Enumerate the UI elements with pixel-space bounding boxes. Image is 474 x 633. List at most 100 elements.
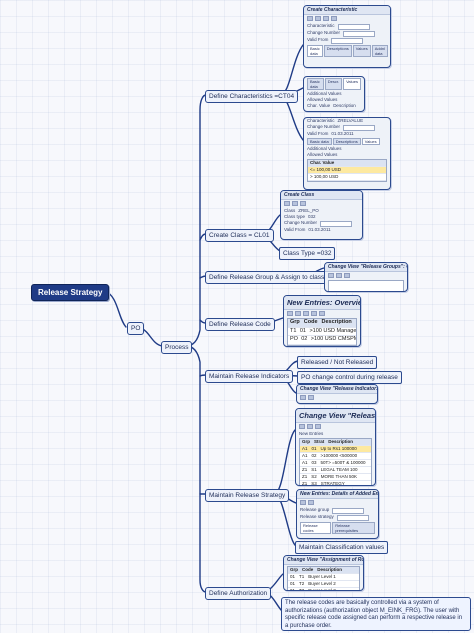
field-label: Release group	[300, 507, 330, 512]
grid-header: Code	[303, 319, 318, 325]
grid-cell: Up to Rs1 100000	[320, 446, 357, 451]
thumb-title: New Entries: Details of Added Entries	[297, 490, 378, 499]
section-label: Allowed Values	[307, 152, 338, 157]
grid-cell: Z1	[302, 467, 308, 472]
thumb-release-strategies: Change View "Release St New Entries Grp …	[295, 408, 376, 486]
tab: Release codes	[300, 522, 332, 534]
grid-header: Code	[302, 567, 314, 572]
thumb-release-groups: Change View "Release Groups": Overview	[324, 262, 408, 292]
table-row[interactable]: T1 01 >100 USD Manager	[288, 327, 356, 336]
grid-cell: 03	[311, 460, 317, 465]
thumb-characteristic-values: Basic data Descr. Values Additional Valu…	[303, 76, 365, 112]
grid-cell: >100 USD Manager	[309, 327, 356, 334]
values-grid: Char. Value <= 100,00 USD > 100,00 USD	[307, 159, 387, 182]
thumb-title: New Entries: Overview	[284, 296, 360, 310]
leaf-released-not-released[interactable]: Released / Not Released	[297, 356, 378, 369]
thumb-create-characteristic: Create Characteristic Characteristic Cha…	[303, 5, 391, 68]
link-po-process	[140, 327, 163, 347]
grid-cell: MORE THAN 50K	[320, 474, 357, 479]
leaf-po-change-control[interactable]: PO change control during release	[297, 371, 402, 384]
tab: Descr.	[324, 78, 343, 90]
grid-header: Description	[317, 567, 343, 572]
field-label: Char. Value	[307, 103, 331, 108]
grid-cell: PO	[290, 336, 298, 342]
step-release-strategy[interactable]: Maintain Release Strategy	[205, 489, 290, 502]
grid-cell: 01	[290, 588, 296, 591]
field-label: Valid From	[284, 227, 306, 232]
field-label: Additional Values	[307, 91, 342, 96]
grid-cell: T1	[299, 574, 305, 579]
field-label: Release strategy	[300, 514, 334, 519]
toolbar	[299, 424, 372, 430]
step-create-class[interactable]: Create Class = CL01	[205, 229, 274, 242]
thumb-role-assignment: Change View "Assignment of Role to Relea…	[283, 555, 364, 591]
field-label: Allowed Values	[307, 97, 338, 102]
field-label: Change Number	[307, 124, 341, 129]
grid-header: Grp	[290, 319, 300, 325]
toolbar	[300, 395, 374, 401]
grid-cell: Buyer Level 2	[308, 581, 336, 586]
toolbar	[307, 16, 387, 22]
step-release-indicators[interactable]: Maintain Release Indicators	[205, 370, 294, 383]
field-value: ZRELVALUE	[337, 118, 364, 123]
grid-cell: S3	[311, 481, 317, 486]
new-entries-button[interactable]: New Entries	[299, 431, 324, 436]
grid-header: Grp	[290, 567, 299, 572]
toolbar	[328, 273, 404, 279]
grid-cell: STRATEGY	[320, 481, 345, 486]
tab: Descriptions	[323, 45, 352, 57]
grid-cell: S2	[311, 474, 317, 479]
tab: Values	[352, 45, 371, 57]
grid-cell: >100 USD CMSPM	[310, 336, 356, 342]
grid-cell: LEGAL TEAM 100	[320, 467, 358, 472]
grid-header: Strat	[314, 439, 325, 444]
leaf-class-type[interactable]: Class Type =032	[279, 247, 336, 260]
field-label: Class	[284, 208, 296, 213]
field-label: Change Number	[307, 30, 341, 35]
field-label: Valid From	[307, 131, 329, 136]
tab: Basic data	[307, 45, 323, 57]
step-define-authorization[interactable]: Define Authorization	[205, 587, 272, 600]
thumb-title: Create Characteristic	[304, 6, 390, 15]
tab: Values	[361, 138, 380, 145]
po-node[interactable]: PO	[127, 322, 145, 335]
groups-grid	[328, 280, 404, 291]
grid-cell: A1	[302, 446, 308, 451]
field-label: Characteristic	[307, 23, 335, 28]
table-row[interactable]: PO 02 >100 USD CMSPM	[288, 336, 356, 345]
toolbar	[284, 201, 359, 207]
grid-cell: 02	[301, 336, 308, 342]
field-label: Change Number	[284, 220, 318, 225]
thumb-release-indicators: Change View "Release Indicator: Purchasi…	[296, 384, 378, 404]
grid-cell: 01	[299, 327, 306, 334]
grid-cell: T3	[299, 588, 305, 591]
root-node-release-strategy[interactable]: Release Strategy	[31, 284, 110, 301]
process-node[interactable]: Process	[161, 341, 193, 354]
leaf-classification-values[interactable]: Maintain Classification values	[295, 541, 389, 554]
thumb-title: Create Class	[281, 191, 362, 200]
field-value: 032	[308, 214, 316, 219]
grid-cell: >100000 <500000	[320, 453, 358, 458]
step-release-code[interactable]: Define Release Code	[205, 318, 275, 331]
grid-header: Char. Value	[310, 160, 335, 165]
thumb-added-entries-details: New Entries: Details of Added Entries Re…	[296, 489, 379, 539]
tab-strip: Basic data Descriptions Values	[304, 137, 390, 146]
step-release-group[interactable]: Define Release Group & Assign to class	[205, 271, 329, 284]
step-define-characteristics[interactable]: Define Characteristics =CT04	[205, 90, 299, 103]
field-value: 01.03.2011	[308, 227, 331, 232]
grid-cell: 02	[311, 453, 317, 458]
thumb-title: Change View "Assignment of Role to Relea…	[284, 556, 363, 565]
field-label: Valid From	[307, 37, 329, 42]
